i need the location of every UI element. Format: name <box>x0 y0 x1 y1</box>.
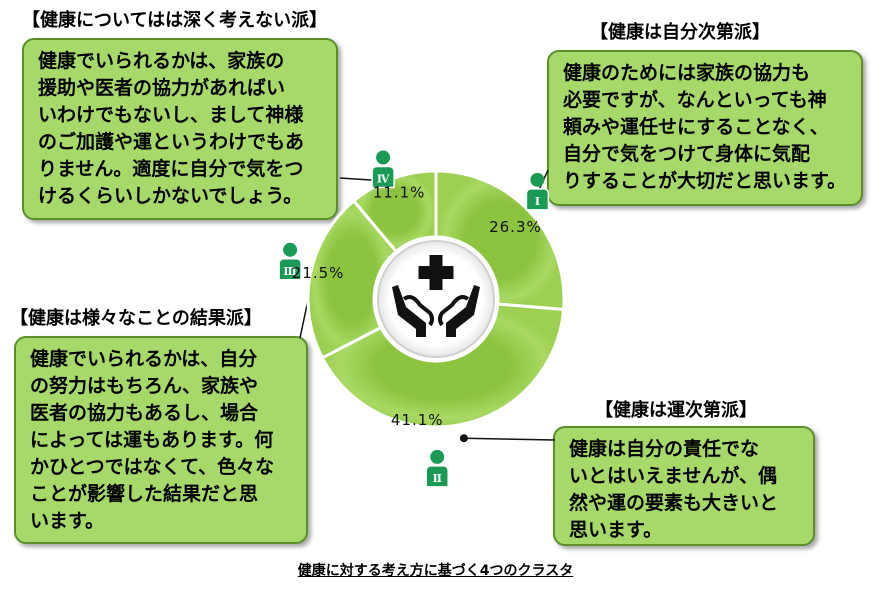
cluster-box-iii: 健康でいられるかは、自分 の努力はもちろん、家族や 医者の協力もあるし、場合 に… <box>14 336 308 544</box>
cluster-box-ii: 健康は自分の責任でな いとはいえませんが、偶 然や運の要素も大きいと 思います。 <box>553 426 815 546</box>
leader-dot <box>459 434 468 443</box>
box-line: によっては運もあります。何 <box>30 429 274 451</box>
slice-percent-label: 41.1% <box>391 411 444 429</box>
cluster-marker-iii: Ⅲ <box>278 242 302 281</box>
slice-percent-label: 11.1% <box>373 184 426 202</box>
donut-slice-iii <box>306 198 399 360</box>
donut-slices <box>306 169 566 429</box>
donut-slice-i <box>434 169 566 312</box>
box-line: りません。適度に自分で気をつ <box>38 158 304 180</box>
box-line: 健康は自分の責任でな <box>569 438 760 460</box>
roman-numeral-label: Ⅲ <box>283 265 296 278</box>
box-line: います。 <box>30 510 105 532</box>
box-line: りすることが大切だと思います。 <box>563 170 847 192</box>
box-line: 頼みや運任せにすることなく、 <box>563 116 829 138</box>
box-line: けるくらいしかないでしょう。 <box>38 185 303 207</box>
box-line: 健康のためには家族の協力も <box>563 62 811 84</box>
caption-text: 健康に対する考え方に基づく4つのクラスタ <box>297 563 574 579</box>
box-line: 然や運の要素も大きいと <box>569 492 779 514</box>
box-line: 援助や医者の協力があればい <box>38 77 286 99</box>
box-line: 健康でいられるかは、家族の <box>38 50 285 72</box>
donut-hole <box>377 240 495 358</box>
cluster-marker-i: Ⅰ <box>525 172 550 211</box>
box-line: ことが影響した結果だと思 <box>30 483 259 505</box>
roman-numeral-label: Ⅳ <box>377 173 390 186</box>
roman-numeral-label: Ⅱ <box>433 472 442 485</box>
leader-line <box>463 437 556 441</box>
box-line: 自分で気をつけて身体に気配 <box>563 143 811 165</box>
cluster-title-iv: 【健康についてはは深く考えない派】 <box>22 10 328 31</box>
roman-numeral-label: Ⅰ <box>535 195 540 208</box>
hands-holding-cross-icon <box>392 255 480 337</box>
chart-caption: 健康に対する考え方に基づく4つのクラスタ <box>0 560 871 580</box>
slice-percent-label: 26.3% <box>489 218 542 236</box>
cluster-marker-ii: Ⅱ <box>425 449 449 488</box>
donut-slice-ii <box>320 302 566 429</box>
cluster-title-iii: 【健康は様々なことの結果派】 <box>10 308 262 329</box>
slice-percent-label: 21.5% <box>292 264 345 282</box>
box-line: の努力はもちろん、家族や <box>30 375 259 397</box>
box-line: 思います。 <box>569 519 663 541</box>
cluster-box-iv: 健康でいられるかは、家族の 援助や医者の協力があればい いわけでもないし、まして… <box>22 38 338 220</box>
box-line: のご加護や運というわけでもあ <box>38 131 305 153</box>
box-line: いわけでもないし、まして神様 <box>38 104 304 126</box>
box-line: 必要ですが、なんといっても神 <box>563 89 827 111</box>
box-line: かひとつではなくて、色々な <box>30 456 275 478</box>
cluster-marker-iv: Ⅳ <box>371 150 395 189</box>
cluster-title-i: 【健康は自分次第派】 <box>590 22 770 43</box>
cluster-box-i: 健康のためには家族の協力も 必要ですが、なんといっても神 頼みや運任せにすること… <box>547 50 863 206</box>
box-line: 医者の協力もあるし、場合 <box>30 402 259 424</box>
box-line: いとはいえませんが、偶 <box>569 465 778 487</box>
box-line: 健康でいられるかは、自分 <box>30 348 258 370</box>
cluster-title-ii: 【健康は運次第派】 <box>595 400 757 421</box>
